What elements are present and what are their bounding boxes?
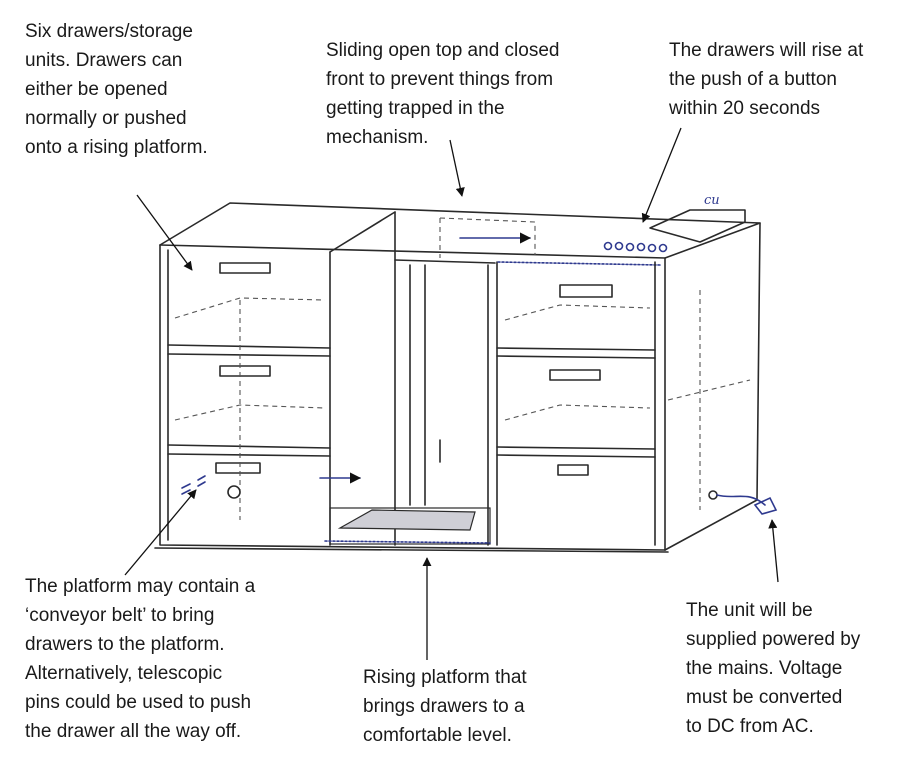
annotation-sliding-top: Sliding open top and closed front to pre… — [326, 40, 560, 148]
rising-platform — [329, 507, 491, 545]
annotation-rising-platform: Rising platform that brings drawers to a… — [363, 667, 527, 746]
power-plug — [708, 490, 778, 515]
conveyor-belt — [337, 509, 476, 531]
drawer-handle — [559, 284, 613, 298]
drawer-handle — [215, 462, 261, 474]
annotation-button: The drawers will rise at the push of a b… — [669, 40, 864, 119]
drawer-handle — [219, 365, 271, 377]
rising-channel — [319, 211, 661, 546]
drawer-handle — [557, 464, 589, 476]
annotation-conveyor: The platform may contain a ‘conveyor bel… — [25, 576, 256, 742]
left-drawers — [167, 251, 331, 546]
display-screen — [649, 209, 746, 243]
handwritten-label: cu — [704, 193, 720, 208]
leader-arrows — [124, 127, 779, 660]
drawer-handle — [219, 262, 271, 274]
drawer-handle — [549, 369, 601, 381]
control-panel: cu — [603, 193, 746, 253]
right-drawers — [496, 261, 751, 546]
side-buttons — [181, 475, 206, 495]
annotation-drawers: Six drawers/storage units. Drawers can e… — [25, 21, 208, 158]
cabinet-outline — [154, 202, 761, 553]
annotation-power: The unit will be supplied powered by the… — [686, 600, 861, 737]
